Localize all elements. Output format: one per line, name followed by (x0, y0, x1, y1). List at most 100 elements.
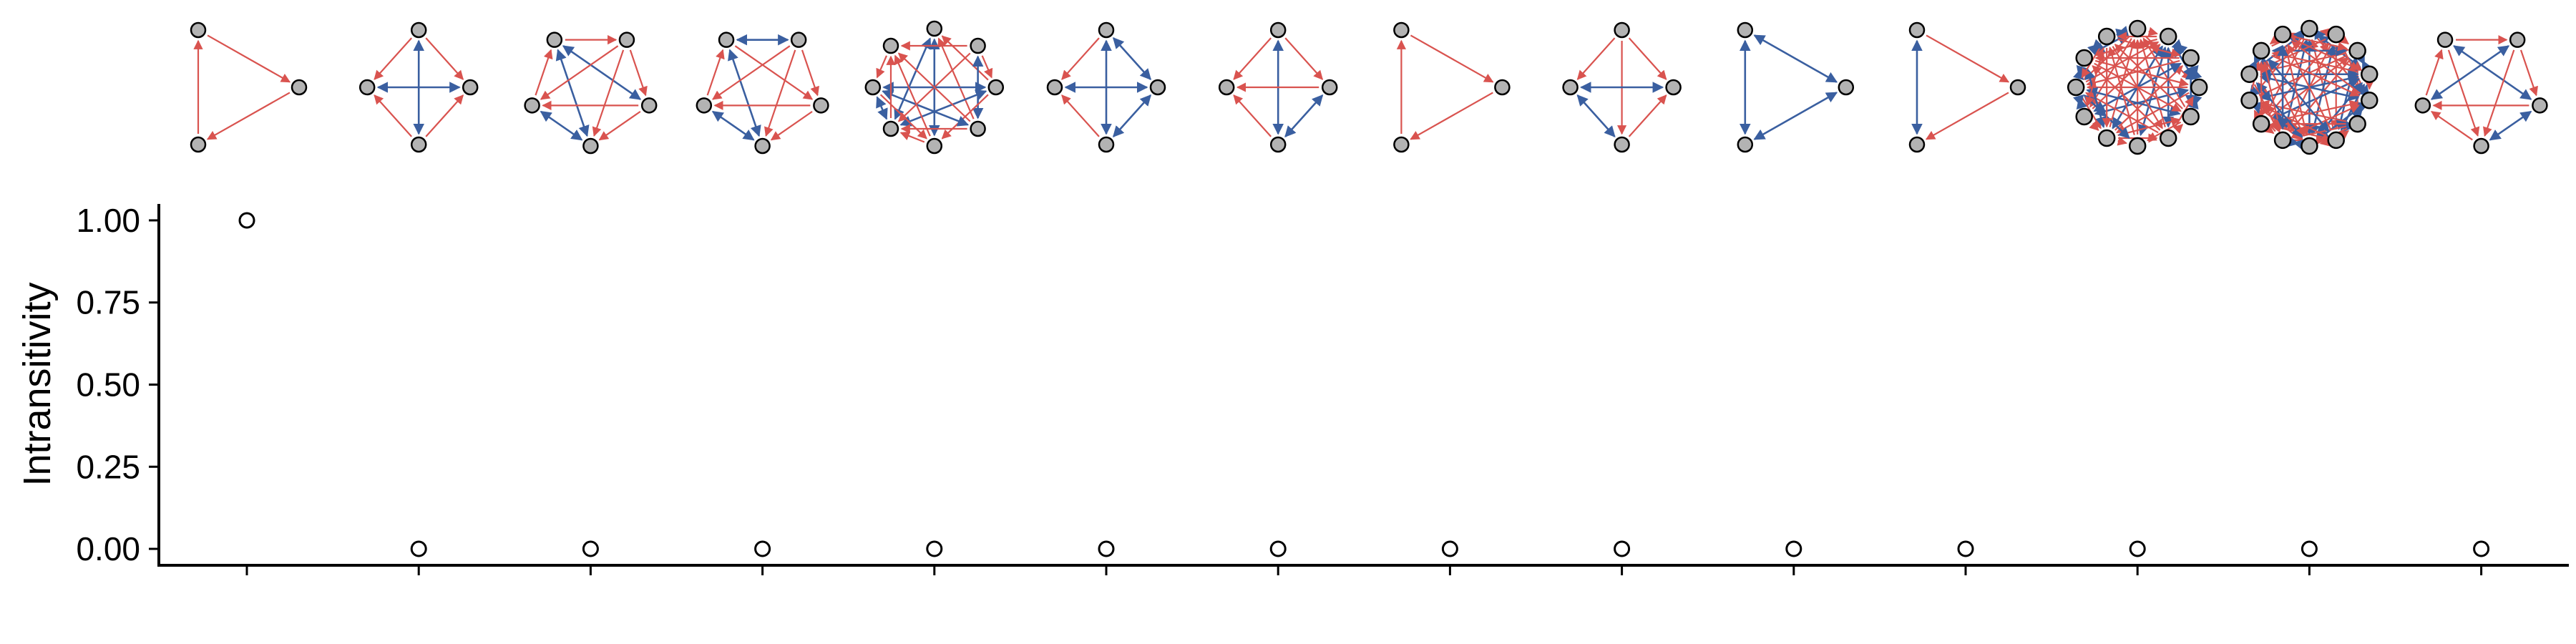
directed-edge (425, 37, 464, 80)
directed-edge (981, 55, 993, 79)
network-node (2159, 27, 2177, 46)
mutual-edge (876, 96, 888, 120)
directed-edge (2117, 38, 2181, 58)
directed-edge (876, 55, 888, 79)
directed-edge (2269, 34, 2280, 45)
network-node (864, 79, 882, 96)
network-node (2240, 91, 2258, 109)
data-point (582, 540, 599, 557)
mutual-edge (2187, 64, 2202, 81)
mutual-edge (2115, 25, 2129, 39)
directed-edge (425, 94, 464, 137)
network-node (1098, 21, 1115, 39)
directed-edge (2447, 49, 2480, 137)
mutual-edge (1112, 36, 1152, 81)
mutual-edge (1112, 94, 1152, 138)
directed-edge (2519, 49, 2538, 97)
data-point (2129, 540, 2146, 557)
directed-edge (1628, 94, 1667, 137)
directed-edge (540, 45, 619, 100)
mutual-edge (540, 110, 583, 141)
mutual-edge (2187, 94, 2202, 110)
network-node (882, 37, 899, 54)
directed-edge (2094, 59, 2189, 87)
directed-edge (2094, 38, 2157, 58)
data-point (1098, 540, 1115, 557)
network-node (524, 97, 540, 114)
data-point (754, 540, 771, 557)
data-point (1957, 540, 1974, 557)
mutual-edge (882, 89, 970, 127)
network-node (2075, 107, 2093, 126)
directed-edge (879, 94, 927, 140)
network-node (410, 136, 427, 153)
directed-edge (2271, 54, 2360, 97)
mutual-edge (1284, 94, 1324, 138)
directed-edge (1233, 94, 1272, 137)
network-thumbnail (1562, 21, 1682, 153)
network-thumbnail (1393, 21, 1511, 153)
directed-edge (2338, 34, 2349, 45)
network-thumbnails (190, 19, 2548, 155)
data-point (410, 540, 427, 557)
network-node (1321, 79, 1338, 96)
directed-edge (2293, 38, 2360, 71)
directed-edge (2319, 137, 2331, 147)
network-thumbnail (1908, 21, 2026, 153)
directed-edge (1410, 92, 1493, 140)
directed-edge (2117, 136, 2127, 146)
network-thumbnail (524, 31, 658, 155)
network-node (2159, 129, 2177, 147)
directed-edge (1925, 92, 2009, 140)
network-node (618, 31, 635, 48)
directed-edge (374, 37, 412, 80)
mutual-edge (562, 45, 642, 100)
network-node (1908, 21, 1926, 39)
directed-edge (2112, 46, 2163, 130)
mutual-edge (2430, 45, 2510, 100)
network-node (291, 79, 308, 96)
mutual-edge (555, 49, 590, 137)
network-node (2128, 19, 2147, 38)
y-axis-title: Intransitivity (16, 282, 59, 486)
network-node (1098, 136, 1115, 153)
network-node (2190, 78, 2208, 97)
directed-edge (2483, 49, 2515, 137)
mutual-edge (2087, 39, 2104, 56)
directed-edge (2263, 124, 2275, 135)
network-node (1149, 79, 1166, 96)
network-node (2075, 49, 2093, 67)
network-node (2252, 42, 2270, 60)
mutual-edge (2489, 110, 2532, 141)
directed-edge (899, 131, 925, 143)
network-node (2182, 49, 2200, 67)
network-node (1046, 79, 1063, 96)
data-point (1785, 540, 1802, 557)
network-node (410, 21, 427, 39)
directed-edge (1284, 37, 1324, 80)
mutual-edge (728, 49, 761, 137)
mutual-edge (2171, 39, 2188, 56)
network-node (2532, 97, 2548, 114)
network-node (882, 120, 899, 137)
directed-edge (2084, 47, 2104, 107)
network-node (1838, 79, 1855, 96)
data-point (1269, 540, 1287, 557)
network-node (2414, 97, 2431, 114)
network-node (2182, 107, 2200, 126)
directed-edge (2425, 49, 2444, 96)
y-tick-label: 1.00 (76, 202, 140, 239)
network-node (2327, 25, 2345, 44)
network-node (546, 31, 563, 48)
network-node (2097, 129, 2116, 147)
network-thumbnail (2414, 31, 2548, 155)
mutual-edge (2453, 45, 2532, 100)
y-tick-label: 0.00 (76, 530, 140, 567)
directed-edge (706, 49, 725, 96)
network-node (926, 137, 943, 155)
directed-edge (1061, 94, 1100, 137)
network-node (2273, 131, 2292, 150)
x-ticks (245, 565, 2483, 575)
mutual-edge (2287, 135, 2306, 150)
